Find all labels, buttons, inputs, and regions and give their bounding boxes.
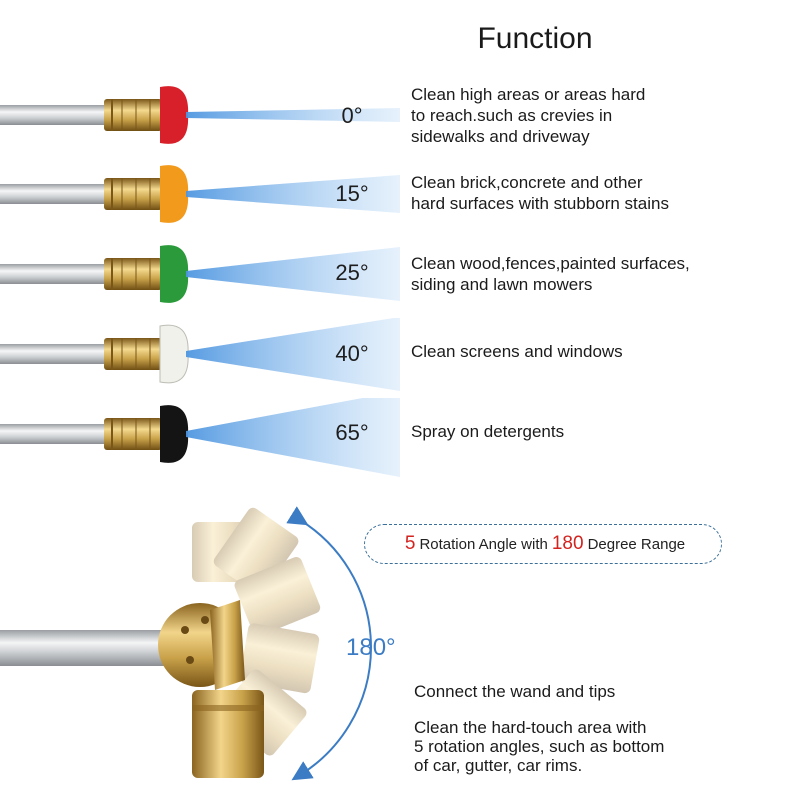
nozzle-description-line: to reach.such as crevies in [411, 106, 613, 125]
ghost-nozzles [192, 507, 321, 756]
wand-pipe [0, 184, 106, 204]
nozzle-graphic [0, 86, 400, 144]
nozzle-tip [159, 324, 189, 384]
nozzle-description-line: sidewalks and driveway [411, 127, 590, 146]
nozzle-description: Clean high areas or areas hard to reach.s… [411, 84, 791, 147]
connect-text: Connect the wand and tips [414, 682, 616, 701]
nozzle-description: Clean screens and windows [411, 341, 791, 362]
nozzle-graphic [0, 318, 400, 391]
nozzle-row [0, 238, 800, 318]
page-title: Function [477, 22, 593, 55]
spray-angle-label: 40° [335, 341, 369, 366]
connect-detail-line: 5 rotation angles, such as bottom [414, 737, 665, 756]
nozzle-description: Clean brick,concrete and other hard surfa… [411, 172, 791, 214]
connect-detail: Clean the hard-touch area with 5 rotatio… [414, 718, 794, 775]
rotation-count: 5 [404, 533, 416, 554]
nozzle-description-line: Clean screens and windows [411, 342, 623, 361]
spray-cone [186, 108, 400, 122]
wand-pipe [0, 344, 106, 364]
nozzle-graphic [0, 165, 400, 223]
rotation-badge: 5 Rotation Angle with 180 Degree Range [364, 524, 722, 564]
nozzle-description: Clean wood,fences,painted surfaces, sidin… [411, 253, 791, 295]
nozzle-tip [160, 86, 189, 144]
spray-cone [186, 175, 400, 213]
nozzle-description-line: Clean brick,concrete and other [411, 173, 643, 192]
rotation-text-end: Degree Range [587, 535, 686, 553]
nozzle-description-line: hard surfaces with stubborn stains [411, 194, 669, 213]
rotation-text-mid: Rotation Angle with [419, 535, 548, 553]
connect-detail-line: Clean the hard-touch area with [414, 718, 647, 737]
nozzle-tip [160, 165, 189, 223]
spray-angle-label: 15° [335, 181, 369, 206]
brass-coupler [104, 258, 162, 290]
nozzle-description-line: Clean wood,fences,painted surfaces, [411, 254, 690, 273]
nozzle-row [0, 79, 800, 159]
nozzle-graphic [0, 398, 400, 477]
nozzle-row [0, 158, 800, 238]
nozzle-row [0, 318, 800, 398]
nozzle-row [0, 398, 800, 478]
nozzle-description-line: Spray on detergents [411, 422, 565, 441]
spray-cone [186, 247, 400, 301]
wand-pipe [0, 424, 106, 444]
spray-cone [186, 318, 400, 391]
arc-angle-label: 180° [346, 634, 396, 661]
pivot-body [158, 603, 242, 687]
wand-pipe [0, 630, 180, 666]
brass-coupler [104, 99, 162, 131]
wand-pipe [0, 105, 106, 125]
nozzle-tip [160, 405, 189, 463]
nozzle-graphic [0, 245, 400, 303]
brass-coupler [104, 418, 162, 450]
spray-angle-label: 25° [335, 260, 369, 285]
nozzle-description: Spray on detergents [411, 421, 791, 442]
nozzle-description-line: siding and lawn mowers [411, 275, 593, 294]
wand-pipe [0, 264, 106, 284]
spray-angle-label: 0° [341, 103, 363, 128]
nozzle-tip [160, 245, 189, 303]
connect-detail-line: of car, gutter, car rims. [414, 756, 583, 775]
rotation-range: 180 [551, 533, 584, 554]
brass-coupler [104, 338, 162, 370]
brass-coupler [104, 178, 162, 210]
active-nozzle [192, 690, 264, 778]
spray-angle-label: 65° [335, 420, 369, 445]
nozzle-description-line: Clean high areas or areas hard [411, 85, 646, 104]
spray-cone [186, 398, 400, 477]
